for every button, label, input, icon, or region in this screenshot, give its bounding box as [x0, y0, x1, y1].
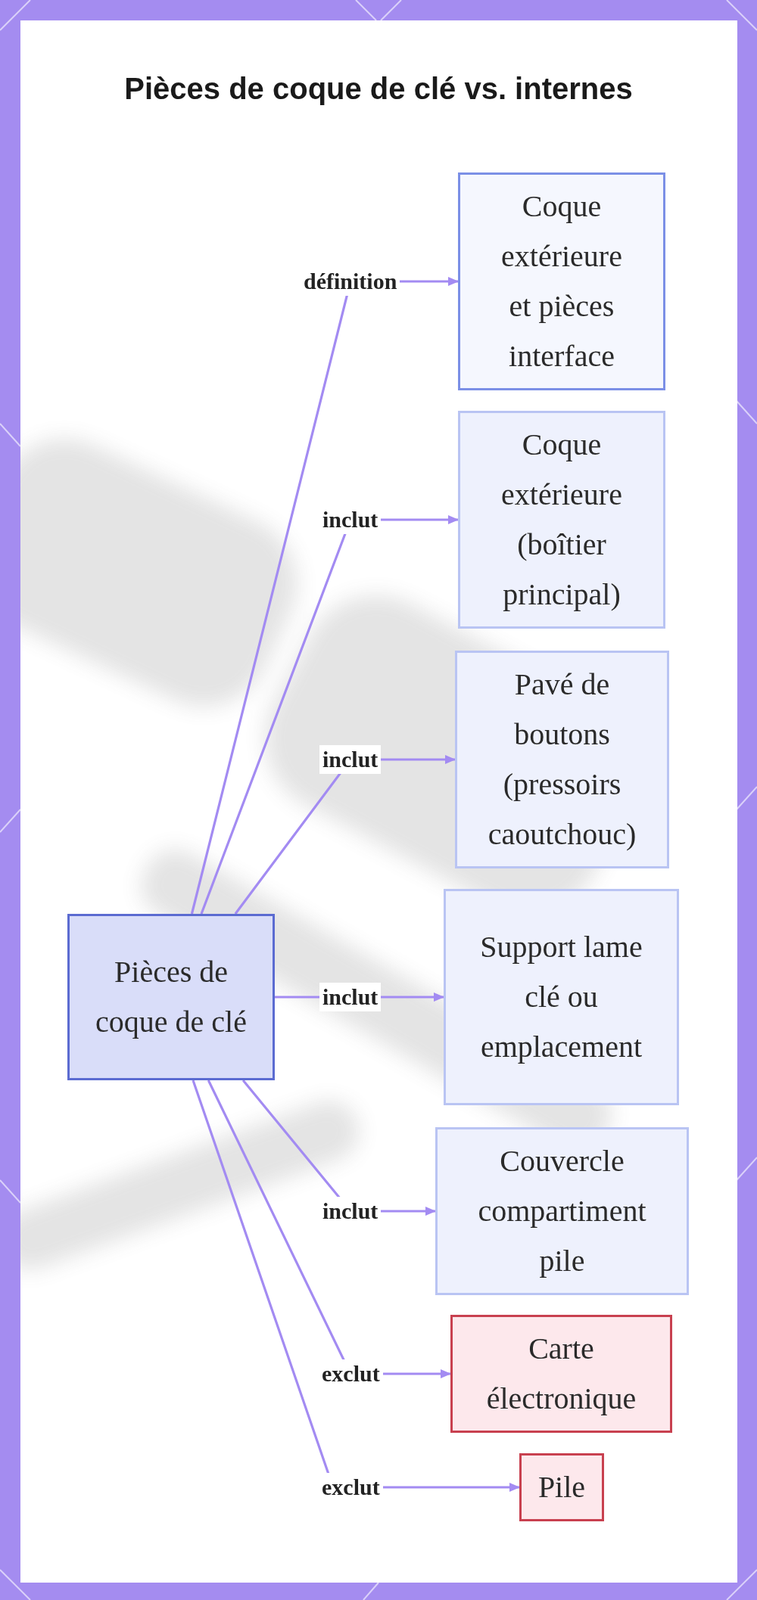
box-text: Coque extérieure et pièces interface — [489, 181, 634, 382]
part-box: Couvercle compartiment pile — [435, 1127, 689, 1296]
part-box: Pavé de boutons (pressoirs caoutchouc) — [454, 651, 670, 870]
edge-label: définition — [300, 267, 400, 296]
box-text: Coque extérieure (boîtier principal) — [489, 420, 634, 620]
edge-label: inclut — [319, 1197, 381, 1227]
box-text: Carte électronique — [474, 1324, 649, 1425]
edge-label: inclut — [319, 745, 381, 775]
definition-box: Coque extérieure et pièces interface — [457, 172, 666, 391]
edge-label: exclut — [318, 1473, 384, 1503]
hub-box: Pièces de coque de clé — [67, 914, 275, 1081]
edge-label: inclut — [319, 983, 381, 1013]
part-box: Coque extérieure (boîtier principal) — [457, 411, 666, 630]
box-text: Pavé de boutons (pressoirs caoutchouc) — [475, 660, 650, 860]
box-text: Support lame clé ou emplacement — [468, 922, 655, 1073]
edge-label: inclut — [319, 505, 381, 535]
excluded-box: Carte électronique — [450, 1315, 673, 1434]
box-text: Pièces de coque de clé — [82, 947, 261, 1048]
part-box: Support lame clé ou emplacement — [443, 889, 680, 1106]
box-text: Pile — [538, 1463, 586, 1514]
connector-arrow — [191, 281, 458, 915]
excluded-box: Pile — [519, 1454, 605, 1523]
connector-arrow — [242, 1080, 436, 1212]
connector-arrow — [201, 520, 458, 915]
edge-label: exclut — [318, 1360, 384, 1390]
box-text: Couvercle compartiment pile — [465, 1137, 659, 1287]
connector-arrow — [235, 760, 455, 915]
diagram-title: Pièces de coque de clé vs. internes — [0, 69, 757, 108]
